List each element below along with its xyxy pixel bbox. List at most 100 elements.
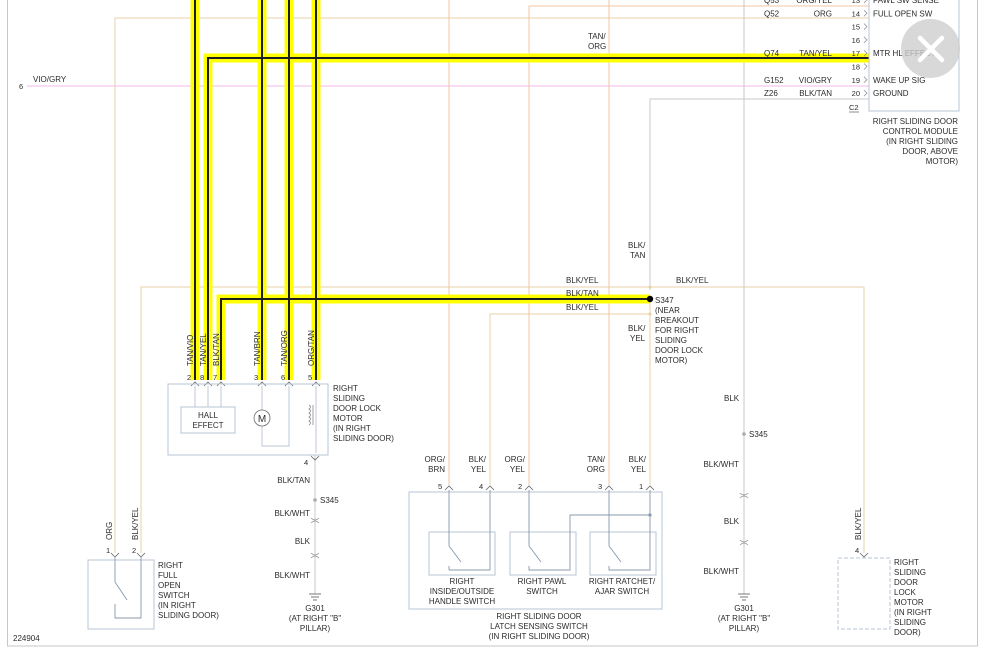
svg-text:DOOR: DOOR	[894, 578, 918, 587]
fos-pin-color: BLK/YEL	[131, 507, 140, 540]
motor-label: RIGHT SLIDING DOOR LOCK MOTOR (IN RIGHT …	[333, 384, 394, 443]
wire-blk-tan[interactable]	[220, 298, 650, 380]
wire-tan-yel[interactable]	[207, 57, 870, 380]
svg-text:MOTOR): MOTOR)	[926, 157, 959, 166]
svg-text:SLIDING: SLIDING	[894, 568, 926, 577]
svg-text:DOOR LOCK: DOOR LOCK	[333, 404, 382, 413]
svg-text:SLIDING: SLIDING	[655, 336, 687, 345]
diagram-frame	[7, 0, 978, 647]
close-button[interactable]	[901, 19, 960, 78]
svg-text:YEL: YEL	[630, 334, 646, 343]
motor-pin-color: TAN/ORG	[280, 330, 289, 366]
wire-blk-yel-right[interactable]	[650, 286, 865, 553]
latch-pin-color: ORG/	[505, 455, 526, 464]
svg-text:BLK/WHT: BLK/WHT	[703, 567, 739, 576]
svg-text:TAN: TAN	[630, 251, 646, 260]
motor-pin-number: 7	[213, 373, 217, 382]
latch-pin-number: 2	[518, 482, 522, 491]
motor-box	[167, 383, 329, 456]
latch-pin-terminal	[444, 485, 454, 491]
svg-text:BLK/WHT: BLK/WHT	[274, 509, 310, 518]
c2-circuit-id: Z26	[764, 89, 778, 98]
svg-text:LATCH SENSING SWITCH: LATCH SENSING SWITCH	[490, 622, 588, 631]
c2-circuit-id: Q53	[764, 0, 780, 5]
motor-pin-color: TAN/BRN	[253, 331, 262, 366]
latch-pin-terminal	[604, 485, 614, 491]
svg-text:RIGHT PAWL: RIGHT PAWL	[518, 577, 567, 586]
ratchet-switch-label: RIGHT RATCHET/ AJAR SWITCH	[589, 577, 656, 596]
svg-text:(IN RIGHT SLIDING DOOR): (IN RIGHT SLIDING DOOR)	[489, 632, 590, 641]
wire-blk-yel-latch[interactable]	[489, 313, 650, 485]
motor-pin-number: 5	[308, 373, 312, 382]
c2-pin-terminal	[863, 23, 868, 30]
svg-text:SLIDING DOOR): SLIDING DOOR)	[333, 434, 394, 443]
svg-text:RIGHT: RIGHT	[450, 577, 475, 586]
latch-pin-color: BLK/	[629, 455, 647, 464]
svg-text:CONTROL MODULE: CONTROL MODULE	[883, 127, 958, 136]
c2-pin-terminal	[863, 89, 868, 97]
latch-pin-color: TAN/	[587, 455, 605, 464]
svg-text:BLK/YEL: BLK/YEL	[566, 303, 599, 312]
c2-pin-terminal	[863, 49, 868, 57]
c2-circuit-id: Q74	[764, 49, 780, 58]
wire-org-full-open[interactable]	[114, 17, 870, 553]
latch-pin-color: BLK/	[469, 455, 487, 464]
right-splice-s345: S345	[749, 430, 768, 439]
latch-pin-terminal	[524, 485, 534, 491]
right-door-lock-motor: 4 BLK/YEL RIGHT SLIDING DOOR LOCK MOTOR …	[837, 507, 932, 637]
latch-pin-terminal	[485, 485, 495, 491]
motor-pin-color: TAN/YEL	[199, 333, 208, 366]
svg-text:SLIDING: SLIDING	[333, 394, 365, 403]
motor-pin-terminal	[216, 381, 226, 387]
svg-text:DOOR, ABOVE: DOOR, ABOVE	[902, 147, 958, 156]
svg-text:RIGHT: RIGHT	[894, 558, 919, 567]
latch-pin-terminal	[645, 485, 655, 491]
svg-text:BLK: BLK	[724, 394, 740, 403]
latch-box	[408, 491, 663, 610]
svg-text:HALL: HALL	[198, 411, 219, 420]
c2-wire-color: TAN/YEL	[799, 49, 832, 58]
c2-pin-desc: WAKE UP SIG	[873, 76, 925, 85]
wire-blk-tan-ground[interactable]	[649, 98, 870, 290]
latch-pin-color: YEL	[510, 465, 526, 474]
c2-pin-terminal	[863, 76, 868, 84]
c2-pin-number: 15	[852, 23, 860, 32]
svg-text:PILLAR): PILLAR)	[300, 624, 331, 633]
fos-pin-number: 2	[132, 546, 136, 555]
c2-pin-number: 19	[852, 76, 860, 85]
c2-pin-number: 13	[852, 0, 860, 5]
motor-pin-color: BLK/TAN	[212, 333, 221, 366]
fos-pin-color: ORG	[105, 522, 114, 540]
svg-text:BLK/: BLK/	[628, 241, 646, 250]
pawl-switch-box	[509, 531, 577, 576]
c2-pin-number: 20	[852, 89, 860, 98]
wire-blk-yel-left[interactable]	[140, 286, 650, 553]
tan-org-label-line1: TAN/	[588, 32, 606, 41]
svg-text:(AT RIGHT "B": (AT RIGHT "B"	[289, 614, 342, 623]
motor-pin-number: 6	[281, 373, 285, 382]
c2-wire-color: ORG	[814, 9, 832, 18]
motor-pin-number: 3	[254, 373, 258, 382]
latch-pin-number: 3	[598, 482, 602, 491]
svg-text:(AT RIGHT "B": (AT RIGHT "B"	[718, 614, 771, 623]
full-open-switch-box	[87, 559, 155, 630]
svg-text:G301: G301	[305, 604, 325, 613]
right-ground-symbol	[738, 593, 750, 601]
c2-wire-color: VIO/GRY	[799, 76, 833, 85]
svg-text:(IN RIGHT: (IN RIGHT	[894, 608, 932, 617]
control-module-label: RIGHT SLIDING DOOR CONTROL MODULE (IN RI…	[873, 117, 959, 166]
svg-text:SLIDING: SLIDING	[894, 618, 926, 627]
latch-pin-color: YEL	[471, 465, 487, 474]
full-open-switch-label: RIGHT FULL OPEN SWITCH (IN RIGHT SLIDING…	[158, 561, 219, 620]
svg-text:BLK/TAN: BLK/TAN	[277, 476, 310, 485]
svg-text:G301: G301	[734, 604, 754, 613]
motor-pin-terminal	[257, 381, 267, 387]
svg-text:PILLAR): PILLAR)	[729, 624, 760, 633]
close-icon	[917, 35, 944, 62]
svg-text:BLK/YEL: BLK/YEL	[566, 276, 599, 285]
svg-text:FOR RIGHT: FOR RIGHT	[655, 326, 699, 335]
wire-org-yel[interactable]	[528, 5, 870, 485]
